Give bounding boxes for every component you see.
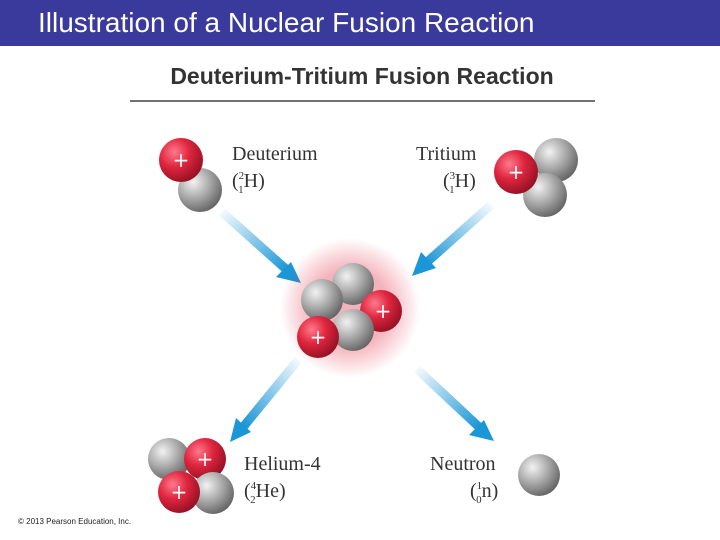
helium-name: Helium-4 <box>244 453 321 475</box>
neutron-atomic-number: 0 <box>476 494 482 506</box>
tritium-name: Tritium <box>416 143 477 165</box>
proton-particle <box>159 138 203 182</box>
proton-plus-sign: + <box>197 447 214 471</box>
proton-particle <box>297 316 339 358</box>
proton-plus-sign: + <box>171 480 188 504</box>
arrow-tritium-in <box>412 201 494 276</box>
arrow-helium-out <box>230 357 302 442</box>
neutron-particle <box>148 438 190 480</box>
title-bar: Illustration of a Nuclear Fusion Reactio… <box>0 0 720 46</box>
tritium-atomic-number: 1 <box>449 184 455 196</box>
deuterium-element: H <box>244 170 258 192</box>
deuterium-atomic-number: 1 <box>238 184 244 196</box>
arrow-deuterium-in <box>219 208 301 283</box>
helium-element: He <box>256 480 279 502</box>
slide-title: Illustration of a Nuclear Fusion Reactio… <box>38 7 535 38</box>
fusion-diagram: Deuterium-Tritium Fusion Reaction + Deut… <box>130 63 595 514</box>
neutron-mass-number: 1 <box>477 480 483 492</box>
deuterium-mass-number: 2 <box>239 170 245 182</box>
neutron-particle <box>518 454 560 496</box>
diagram-heading: Deuterium-Tritium Fusion Reaction <box>170 63 553 89</box>
helium-mass-number: 4 <box>251 480 257 492</box>
proton-particle <box>184 438 226 480</box>
free-neutron <box>518 454 560 496</box>
neutron-element: n <box>482 480 492 502</box>
proton-plus-sign: + <box>375 299 392 323</box>
proton-plus-sign: + <box>508 160 525 184</box>
tritium-mass-number: 3 <box>450 170 456 182</box>
proton-plus-sign: + <box>173 148 190 172</box>
deuterium-name: Deuterium <box>232 143 318 165</box>
proton-plus-sign: + <box>310 325 327 349</box>
neutron-particle <box>332 263 374 305</box>
tritium-nucleus: + <box>494 138 578 217</box>
neutron-name: Neutron <box>430 453 496 475</box>
copyright-notice: © 2013 Pearson Education, Inc. <box>18 517 132 526</box>
neutron-particle <box>301 279 343 321</box>
helium-nucleus: + + <box>148 438 234 514</box>
fusion-cluster: + + <box>280 238 420 378</box>
arrow-neutron-out <box>413 365 494 441</box>
neutron-particle <box>534 138 578 182</box>
helium-atomic-number: 2 <box>250 494 256 506</box>
deuterium-nucleus: + <box>159 138 222 212</box>
neutron-particle <box>332 309 374 351</box>
proton-particle <box>158 471 200 513</box>
neutron-particle <box>192 472 234 514</box>
proton-particle <box>494 150 538 194</box>
tritium-element: H <box>455 170 469 192</box>
